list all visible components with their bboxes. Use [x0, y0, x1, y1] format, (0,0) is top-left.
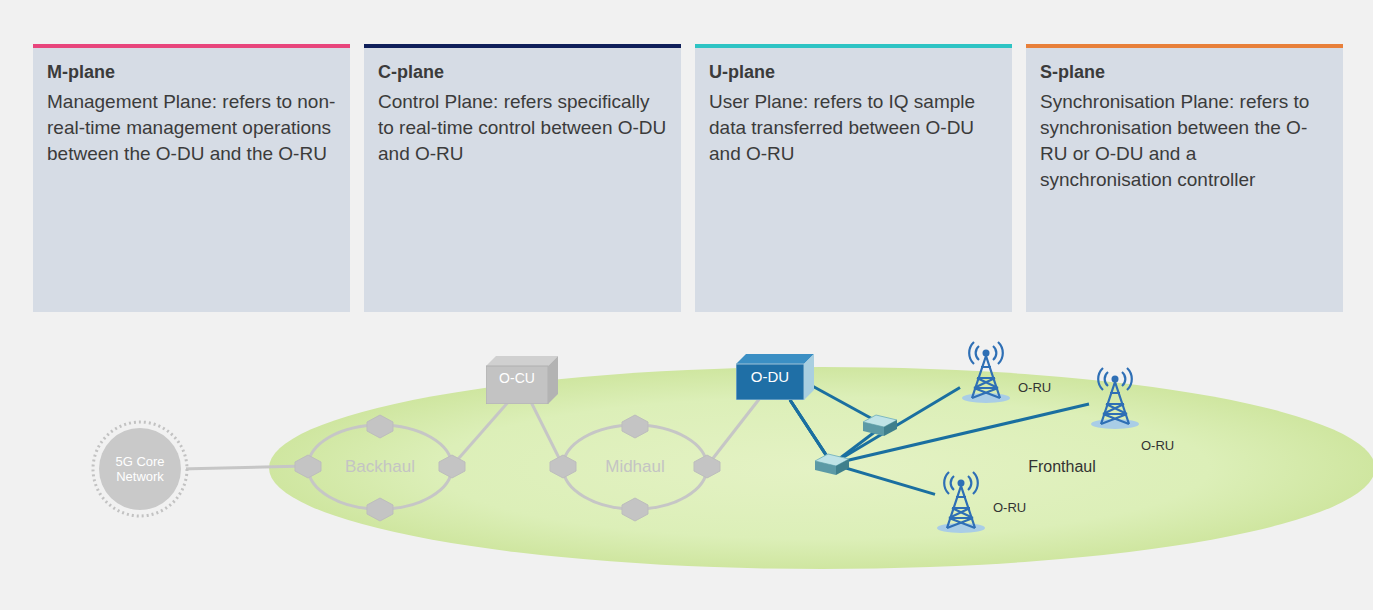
tower-icon — [935, 470, 987, 534]
box-label: O-CU — [486, 356, 548, 386]
plane-panel: S-planeSynchronisation Plane: refers to … — [1026, 44, 1343, 312]
o-ru-tower: O-RU — [1089, 366, 1141, 430]
plane-description: User Plane: refers to IQ sample data tra… — [709, 89, 998, 167]
plane-description: Control Plane: refers specifically to re… — [378, 89, 667, 167]
network-region — [269, 367, 1373, 569]
ring-label: Backhaul — [345, 457, 415, 477]
ring-switch — [367, 498, 393, 521]
fronthaul-link — [790, 400, 1089, 464]
plane-panel: C-planeControl Plane: refers specificall… — [364, 44, 681, 312]
plane-title: U-plane — [709, 62, 998, 83]
box-label: O-DU — [736, 354, 804, 385]
o-ru-label: O-RU — [1018, 380, 1051, 395]
o-du-box: O-DU — [736, 354, 814, 400]
network-switches — [295, 415, 720, 521]
plane-panel: U-planeUser Plane: refers to IQ sample d… — [695, 44, 1012, 312]
fronthaul-switch — [815, 454, 849, 475]
o-cu-box: O-CU — [486, 356, 558, 404]
plane-title: S-plane — [1040, 62, 1329, 83]
ring-switch — [622, 498, 648, 521]
core-network-circle: 5G Core Network — [99, 428, 181, 510]
ring-switch — [439, 455, 465, 478]
o-ru-tower: O-RU — [960, 340, 1012, 404]
ring-switch — [367, 415, 393, 438]
ring-switch — [550, 455, 576, 478]
plane-title: M-plane — [47, 62, 336, 83]
tower-icon — [1089, 366, 1141, 430]
ring-switch — [694, 455, 720, 478]
plane-panel: M-planeManagement Plane: refers to non-r… — [33, 44, 350, 312]
o-ru-tower: O-RU — [935, 470, 987, 534]
transport-links — [180, 398, 760, 509]
segment-label: Fronthaul — [1028, 458, 1096, 476]
plane-description: Management Plane: refers to non-real-tim… — [47, 89, 336, 167]
plane-description: Synchronisation Plane: refers to synchro… — [1040, 89, 1329, 193]
fronthaul-switch — [863, 415, 897, 436]
core-label: 5G Core Network — [107, 454, 173, 484]
ring-switch — [295, 455, 321, 478]
ring-label: Midhaul — [605, 457, 665, 477]
fronthaul-link — [790, 400, 935, 494]
plane-title: C-plane — [378, 62, 667, 83]
ring-switch — [622, 415, 648, 438]
o-ru-label: O-RU — [1141, 438, 1174, 453]
o-ru-label: O-RU — [993, 500, 1026, 515]
tower-icon — [960, 340, 1012, 404]
